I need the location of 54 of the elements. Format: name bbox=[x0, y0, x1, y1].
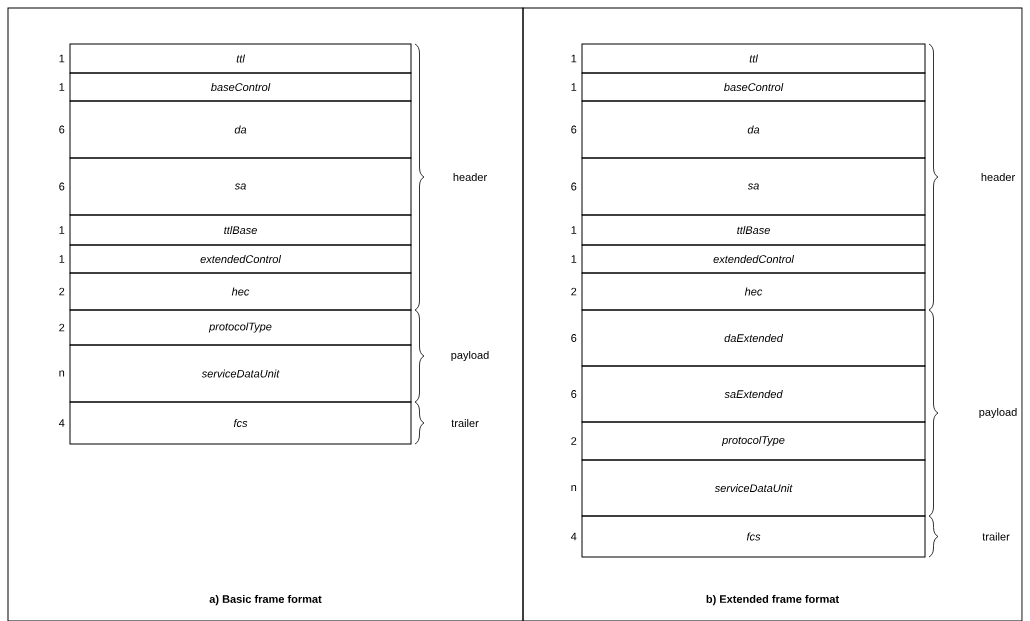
field-row: protocolType bbox=[69, 309, 412, 346]
byte-count: 1 bbox=[571, 83, 577, 91]
field-row: serviceDataUnit bbox=[69, 344, 412, 403]
byte-count: 2 bbox=[571, 287, 577, 296]
byte-count: 1 bbox=[59, 83, 65, 91]
field-row: ttlBase bbox=[69, 214, 412, 246]
field-row: fcs bbox=[69, 401, 412, 445]
brace-label: trailer bbox=[451, 418, 479, 428]
byte-count: 6 bbox=[571, 182, 577, 191]
field-row: da bbox=[581, 100, 926, 159]
byte-count: 4 bbox=[58, 419, 65, 427]
field-row: baseControl bbox=[69, 72, 412, 102]
field-row: baseControl bbox=[581, 72, 926, 102]
field-row: sa bbox=[69, 157, 412, 216]
byte-count: 6 bbox=[571, 390, 577, 398]
field-row: ttl bbox=[581, 43, 926, 74]
brace-label: trailer bbox=[982, 532, 1010, 541]
field-row: extendedControl bbox=[69, 244, 412, 274]
byte-count: n bbox=[59, 370, 65, 377]
brace-label: payload bbox=[451, 350, 489, 362]
byte-count: 1 bbox=[571, 255, 577, 263]
byte-count: 6 bbox=[571, 334, 577, 342]
byte-count: 6 bbox=[571, 125, 577, 134]
brace-label: payload bbox=[979, 407, 1017, 419]
brace-label: header bbox=[981, 172, 1015, 182]
byte-count: 2 bbox=[59, 287, 65, 296]
field-row: ttl bbox=[69, 43, 412, 74]
panel-caption: a) Basic frame format bbox=[209, 594, 322, 606]
field-row: hec bbox=[69, 272, 412, 311]
byte-count: 4 bbox=[570, 532, 577, 541]
field-row: serviceDataUnit bbox=[581, 459, 926, 517]
byte-count: n bbox=[571, 485, 577, 491]
field-row: daExtended bbox=[581, 309, 926, 367]
byte-count: 1 bbox=[59, 255, 65, 263]
field-row: ttlBase bbox=[581, 214, 926, 246]
field-row: extendedControl bbox=[581, 244, 926, 274]
byte-count: 6 bbox=[59, 125, 65, 134]
byte-count: 2 bbox=[59, 323, 65, 332]
byte-count: 6 bbox=[59, 182, 65, 191]
field-row: da bbox=[69, 100, 412, 159]
field-row: sa bbox=[581, 157, 926, 216]
brace-label: header bbox=[453, 172, 487, 182]
byte-count: 1 bbox=[59, 54, 65, 63]
byte-count: 1 bbox=[571, 226, 577, 234]
byte-count: 1 bbox=[59, 226, 65, 234]
panel-caption: b) Extended frame format bbox=[706, 594, 839, 606]
figure-panel bbox=[522, 7, 1023, 621]
field-row: fcs bbox=[581, 515, 926, 558]
byte-count: 1 bbox=[571, 54, 577, 63]
field-row: protocolType bbox=[581, 421, 926, 461]
figure-panel bbox=[7, 7, 524, 621]
byte-count: 2 bbox=[571, 437, 577, 445]
field-row: hec bbox=[581, 272, 926, 311]
field-row: saExtended bbox=[581, 365, 926, 423]
